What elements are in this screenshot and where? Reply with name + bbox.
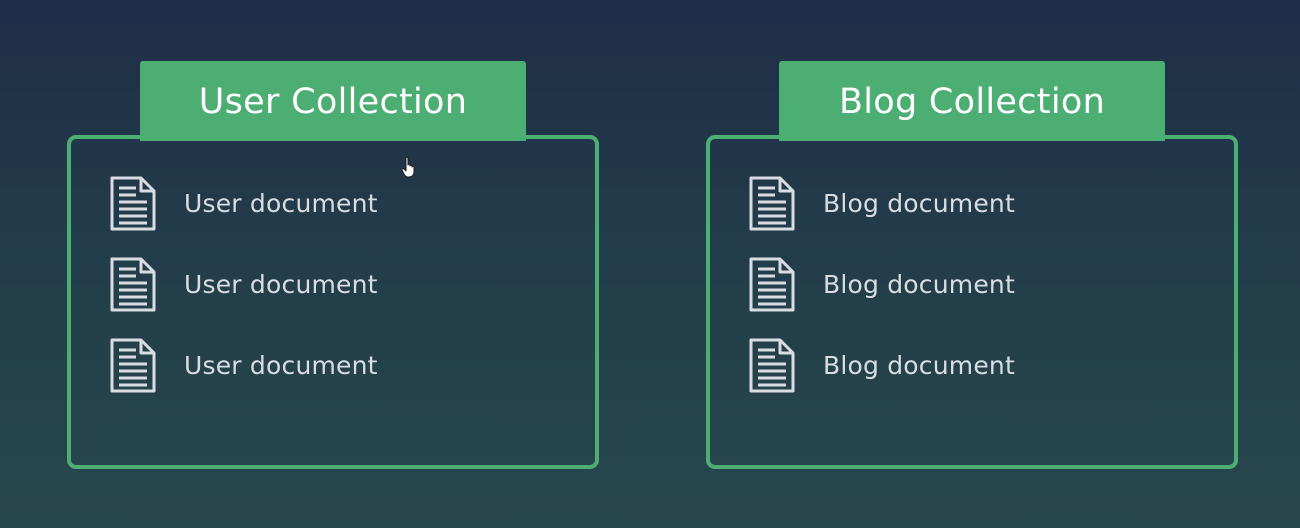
hand-pointer-icon	[401, 156, 415, 178]
collection-title: User Collection	[140, 61, 526, 141]
document-label: Blog document	[823, 189, 1015, 218]
document-icon	[109, 337, 157, 394]
document-icon	[748, 175, 796, 232]
blog-collection: Blog Collection Blog document Blog docum…	[706, 61, 1238, 469]
document-item: Blog document	[748, 337, 1015, 394]
document-item: Blog document	[748, 175, 1015, 232]
document-icon	[109, 175, 157, 232]
document-icon	[748, 337, 796, 394]
document-label: Blog document	[823, 270, 1015, 299]
collection-box: Blog document Blog document Blog documen…	[706, 135, 1238, 469]
document-item: Blog document	[748, 256, 1015, 313]
collection-title: Blog Collection	[779, 61, 1165, 141]
document-icon	[748, 256, 796, 313]
document-label: User document	[184, 270, 378, 299]
document-item: User document	[109, 256, 378, 313]
document-label: Blog document	[823, 351, 1015, 380]
document-list: Blog document Blog document Blog documen…	[748, 175, 1015, 418]
document-label: User document	[184, 189, 378, 218]
document-list: User document User document User documen…	[109, 175, 378, 418]
collection-box: User document User document User documen…	[67, 135, 599, 469]
user-collection: User Collection User document User docum…	[67, 61, 599, 469]
document-icon	[109, 256, 157, 313]
document-item: User document	[109, 175, 378, 232]
document-item: User document	[109, 337, 378, 394]
document-label: User document	[184, 351, 378, 380]
